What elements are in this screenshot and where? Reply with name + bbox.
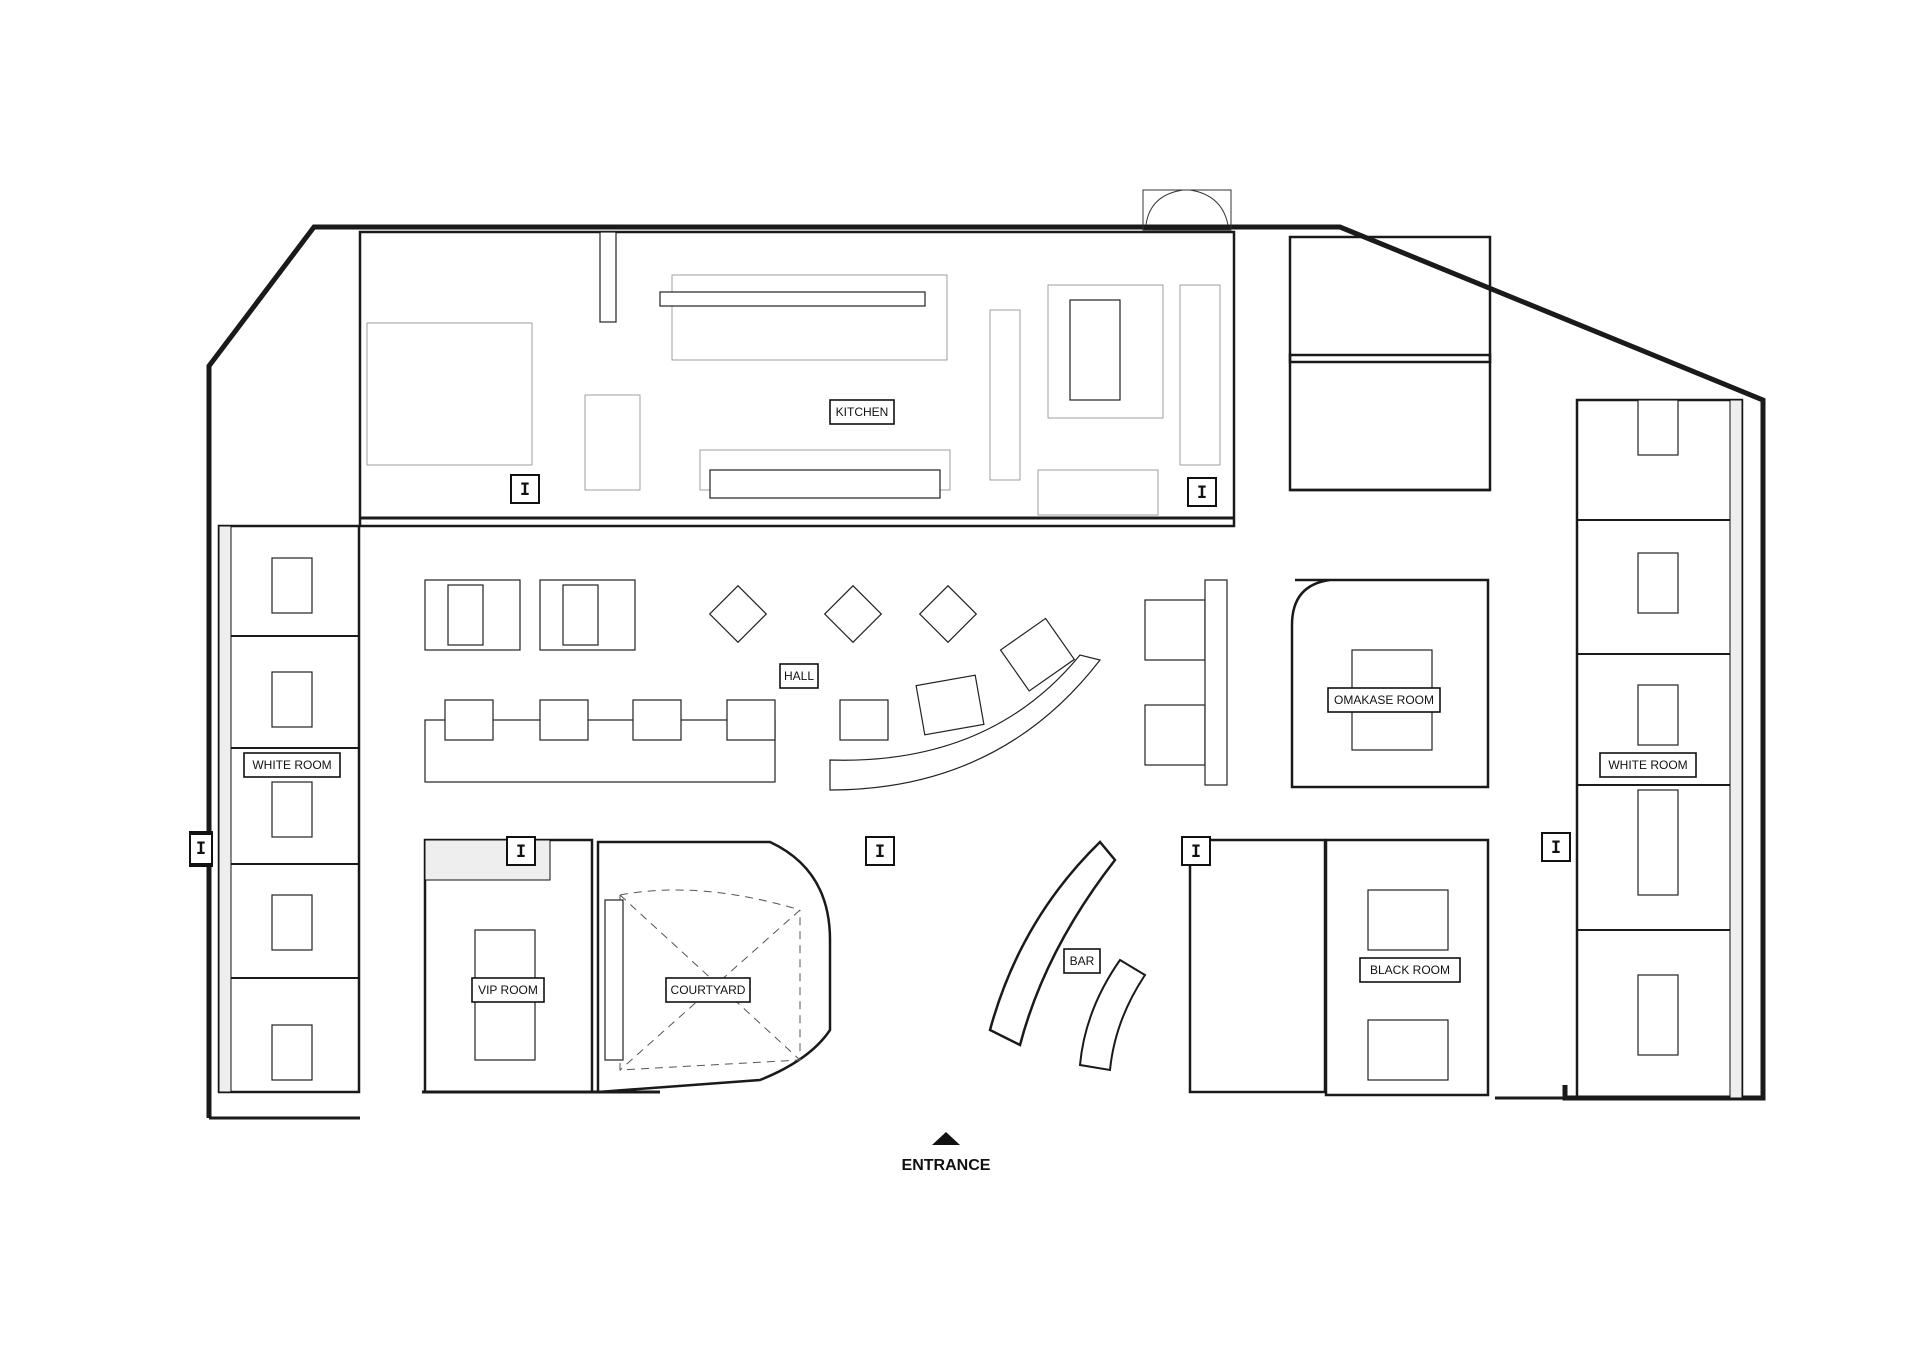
white-room-left — [217, 524, 361, 1094]
column-marker-1: I — [510, 474, 540, 504]
label-kitchen: KITCHEN — [829, 399, 895, 425]
label-white-room-right: WHITE ROOM — [1599, 752, 1697, 778]
svg-text:I: I — [1191, 842, 1201, 862]
courtyard — [596, 840, 832, 1094]
svg-text:I: I — [516, 842, 526, 862]
svg-text:I: I — [520, 480, 530, 500]
label-black-room: BLACK ROOM — [1359, 957, 1461, 983]
svg-text:BLACK ROOM: BLACK ROOM — [1370, 963, 1450, 977]
entrance-label: ENTRANCE — [902, 1157, 991, 1174]
svg-text:KITCHEN: KITCHEN — [836, 405, 889, 419]
kitchen-equipment — [366, 231, 1221, 516]
label-omakase-room: OMAKASE ROOM — [1327, 687, 1441, 713]
column-marker-3: I — [506, 836, 536, 866]
column-marker-7: I — [189, 833, 213, 865]
black-room — [1324, 838, 1490, 1097]
svg-text:I: I — [1551, 838, 1561, 858]
column-marker-2: I — [1187, 477, 1217, 507]
svg-text:HALL: HALL — [784, 669, 814, 683]
label-courtyard: COURTYARD — [665, 977, 751, 1003]
entrance-marker: ENTRANCE — [902, 1132, 991, 1174]
svg-text:OMAKASE ROOM: OMAKASE ROOM — [1334, 693, 1434, 707]
label-vip-room: VIP ROOM — [471, 977, 545, 1003]
entrance-arrow-icon — [932, 1132, 960, 1145]
svg-text:WHITE ROOM: WHITE ROOM — [1608, 758, 1687, 772]
bar-area — [988, 838, 1327, 1094]
column-marker-5: I — [1181, 836, 1211, 866]
omakase-room — [1290, 578, 1490, 789]
svg-text:I: I — [196, 839, 206, 859]
svg-text:WHITE ROOM: WHITE ROOM — [252, 758, 331, 772]
svg-text:VIP ROOM: VIP ROOM — [478, 983, 538, 997]
column-marker-4: I — [865, 836, 895, 866]
label-hall: HALL — [779, 663, 819, 689]
svg-text:I: I — [1197, 483, 1207, 503]
svg-text:BAR: BAR — [1070, 954, 1095, 968]
svg-text:COURTYARD: COURTYARD — [671, 983, 746, 997]
white-room-right — [1575, 398, 1744, 1100]
svg-text:I: I — [875, 842, 885, 862]
column-marker-6: I — [1541, 832, 1571, 862]
hall-furniture — [424, 579, 1228, 791]
label-white-room-left: WHITE ROOM — [243, 752, 341, 778]
label-bar: BAR — [1063, 948, 1101, 974]
